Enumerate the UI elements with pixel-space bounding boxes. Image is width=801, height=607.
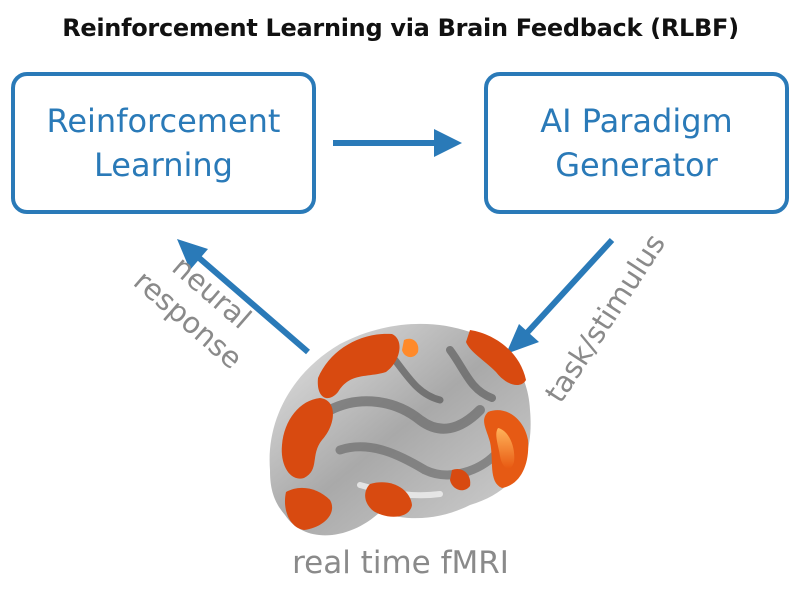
diagram-title: Reinforcement Learning via Brain Feedbac… [62,14,739,42]
reinforcement-learning-node: Reinforcement Learning [11,72,316,214]
reinforcement-learning-line2: Learning [94,146,233,184]
brain-fmri-image [269,323,531,536]
reinforcement-learning-line1: Reinforcement [46,102,281,140]
arrow-rl-to-generator [333,129,462,157]
fmri-caption: real time fMRI [292,545,509,581]
arrow-task-stimulus [506,237,615,354]
arrow-neural-response [177,239,310,355]
ai-generator-line2: Generator [555,146,718,184]
ai-paradigm-generator-node: AI Paradigm Generator [484,72,789,214]
ai-generator-line1: AI Paradigm [540,102,733,140]
